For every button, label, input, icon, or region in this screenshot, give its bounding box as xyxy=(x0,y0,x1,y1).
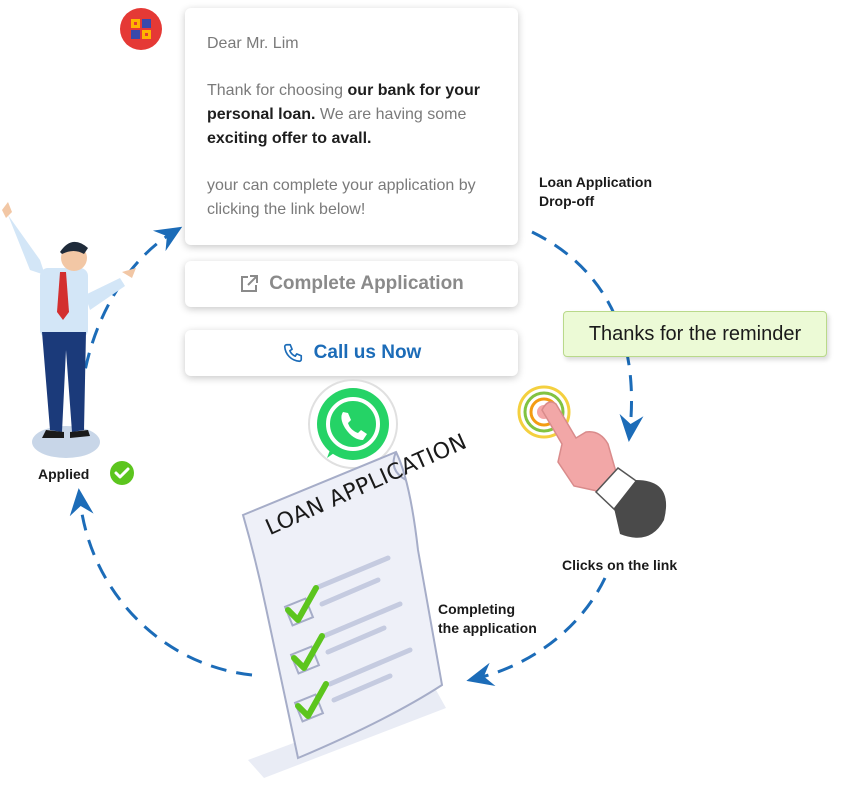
bank-logo xyxy=(120,8,162,50)
arrow-complete-to-applied xyxy=(69,488,253,677)
call-us-button[interactable]: Call us Now xyxy=(185,330,518,376)
message-greeting: Dear Mr. Lim xyxy=(207,35,299,52)
person-icon xyxy=(2,202,136,458)
arrow-dropoff-to-click xyxy=(531,230,644,442)
message-body: Thank for choosing our bank for your per… xyxy=(207,82,480,147)
arrow-click-to-complete xyxy=(466,577,607,686)
phone-icon xyxy=(283,343,302,363)
complete-application-button[interactable]: Complete Application xyxy=(185,261,518,307)
loan-application-document-icon xyxy=(241,450,446,778)
message-cta-text: your can complete your application by cl… xyxy=(207,177,476,218)
whatsapp-icon xyxy=(308,379,398,469)
message-card: Dear Mr. Lim Thank for choosing our bank… xyxy=(185,8,518,245)
label-dropoff: Loan Application Drop-off xyxy=(539,174,653,209)
label-completing: Completing the application xyxy=(438,601,537,636)
hand-pointer-icon xyxy=(517,385,667,538)
applied-check-icon xyxy=(110,461,134,485)
label-clicks-link: Clicks on the link xyxy=(562,557,678,573)
reply-bubble: Thanks for the reminder xyxy=(563,311,827,357)
external-link-icon xyxy=(241,275,259,292)
bank-logo-icon xyxy=(131,19,151,39)
label-applied: Applied xyxy=(38,466,90,482)
